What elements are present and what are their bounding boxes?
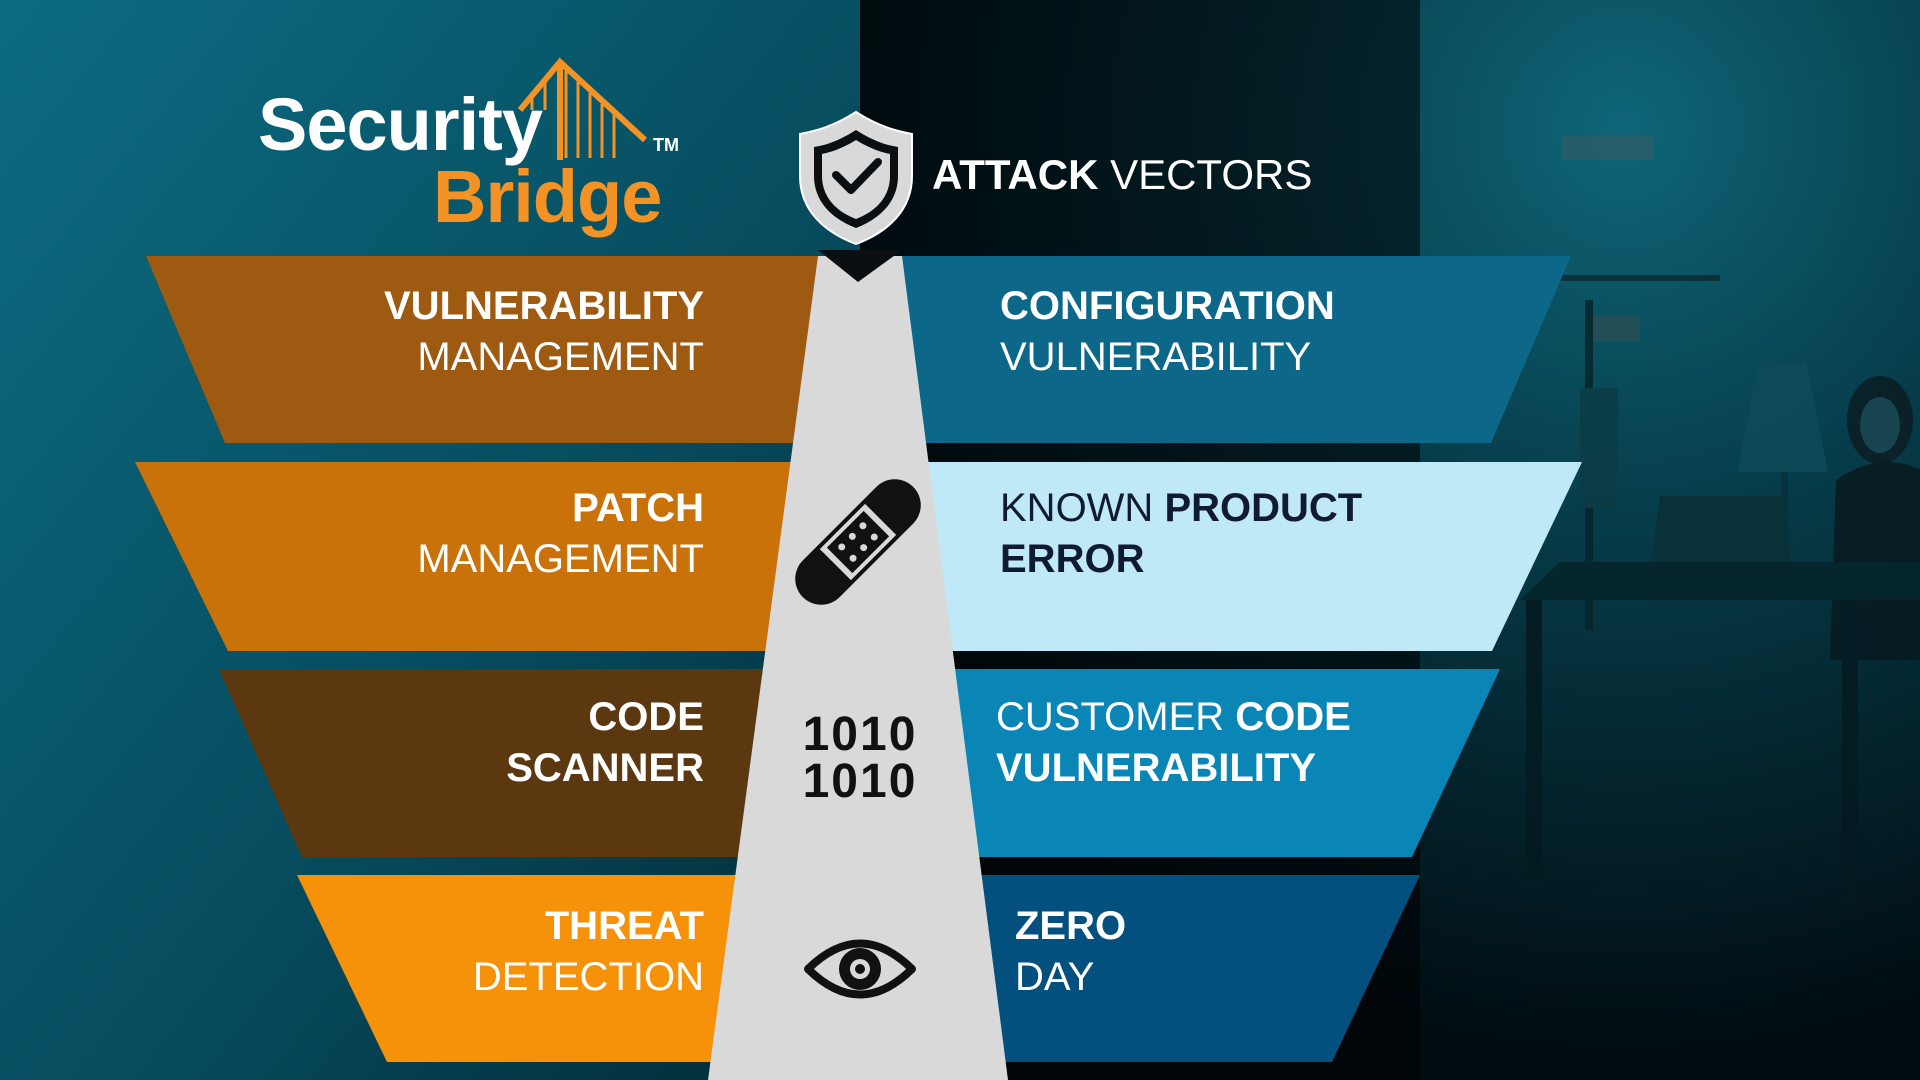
label-line-1: CONFIGURATION [1000, 284, 1335, 328]
label-line-2: VULNERABILITY [1000, 335, 1312, 379]
hacker-scene-illustration [1520, 136, 1920, 900]
label-line-2: MANAGEMENT [417, 335, 704, 379]
center-pointer [818, 250, 902, 282]
label-line-2: MANAGEMENT [417, 537, 704, 581]
label-vulnerability-management: VULNERABILITY MANAGEMENT [384, 286, 704, 388]
binary-line-2: 1010 [803, 755, 918, 808]
label-line-1: ZERO [1015, 904, 1127, 948]
band-configuration-vulnerability [860, 256, 1571, 443]
title-bold: ATTACK [932, 151, 1099, 198]
label-customer-code-vulnerability: CUSTOMER CODE VULNERABILITY [996, 697, 1351, 799]
label-line-1-bold: CODE [1235, 695, 1351, 739]
label-line-2: DAY [1015, 955, 1095, 999]
label-zero-day: ZERO DAY [1015, 906, 1126, 1008]
attack-vectors-title: ATTACK VECTORS [932, 154, 1312, 196]
label-configuration-vulnerability: CONFIGURATION VULNERABILITY [1000, 286, 1335, 388]
label-line-1: CODE [588, 695, 704, 739]
label-code-scanner: CODE SCANNER [506, 697, 704, 799]
label-line-1-regular: KNOWN [1000, 486, 1154, 530]
label-line-1-regular: CUSTOMER [996, 695, 1225, 739]
eye-icon [804, 939, 916, 999]
logo-word-security: Security [258, 83, 543, 166]
band-code-scanner [219, 669, 900, 857]
logo-trademark: TM [653, 135, 679, 155]
label-threat-detection: THREAT DETECTION [473, 906, 704, 1008]
label-line-1: THREAT [544, 904, 704, 948]
band-patch-management [135, 462, 900, 651]
label-line-1: VULNERABILITY [384, 284, 704, 328]
band-customer-code-vulnerability [860, 669, 1500, 857]
label-line-2: ERROR [1000, 537, 1145, 581]
center-column [708, 256, 1008, 1080]
label-line-2: VULNERABILITY [996, 746, 1316, 790]
label-patch-management: PATCH MANAGEMENT [417, 488, 704, 590]
label-line-1: PATCH [572, 486, 704, 530]
label-line-1-bold: PRODUCT [1164, 486, 1363, 530]
label-line-2: SCANNER [506, 746, 704, 790]
band-zero-day [860, 875, 1420, 1062]
logo-word-bridge: Bridge [433, 155, 662, 238]
label-line-2: DETECTION [472, 955, 704, 999]
label-known-product-error: KNOWN PRODUCT ERROR [1000, 488, 1362, 590]
binary-line-1: 1010 [803, 708, 918, 761]
title-regular: VECTORS [1110, 151, 1313, 198]
band-vulnerability-management [146, 256, 900, 443]
shield-check-icon [799, 110, 913, 246]
security-bridge-logo: Security Bridge TM [258, 58, 708, 248]
bandage-icon [795, 479, 921, 605]
logo-bridge-graphic [517, 57, 648, 160]
band-known-product-error [860, 462, 1582, 651]
binary-code-icon: 1010 1010 [803, 708, 918, 808]
